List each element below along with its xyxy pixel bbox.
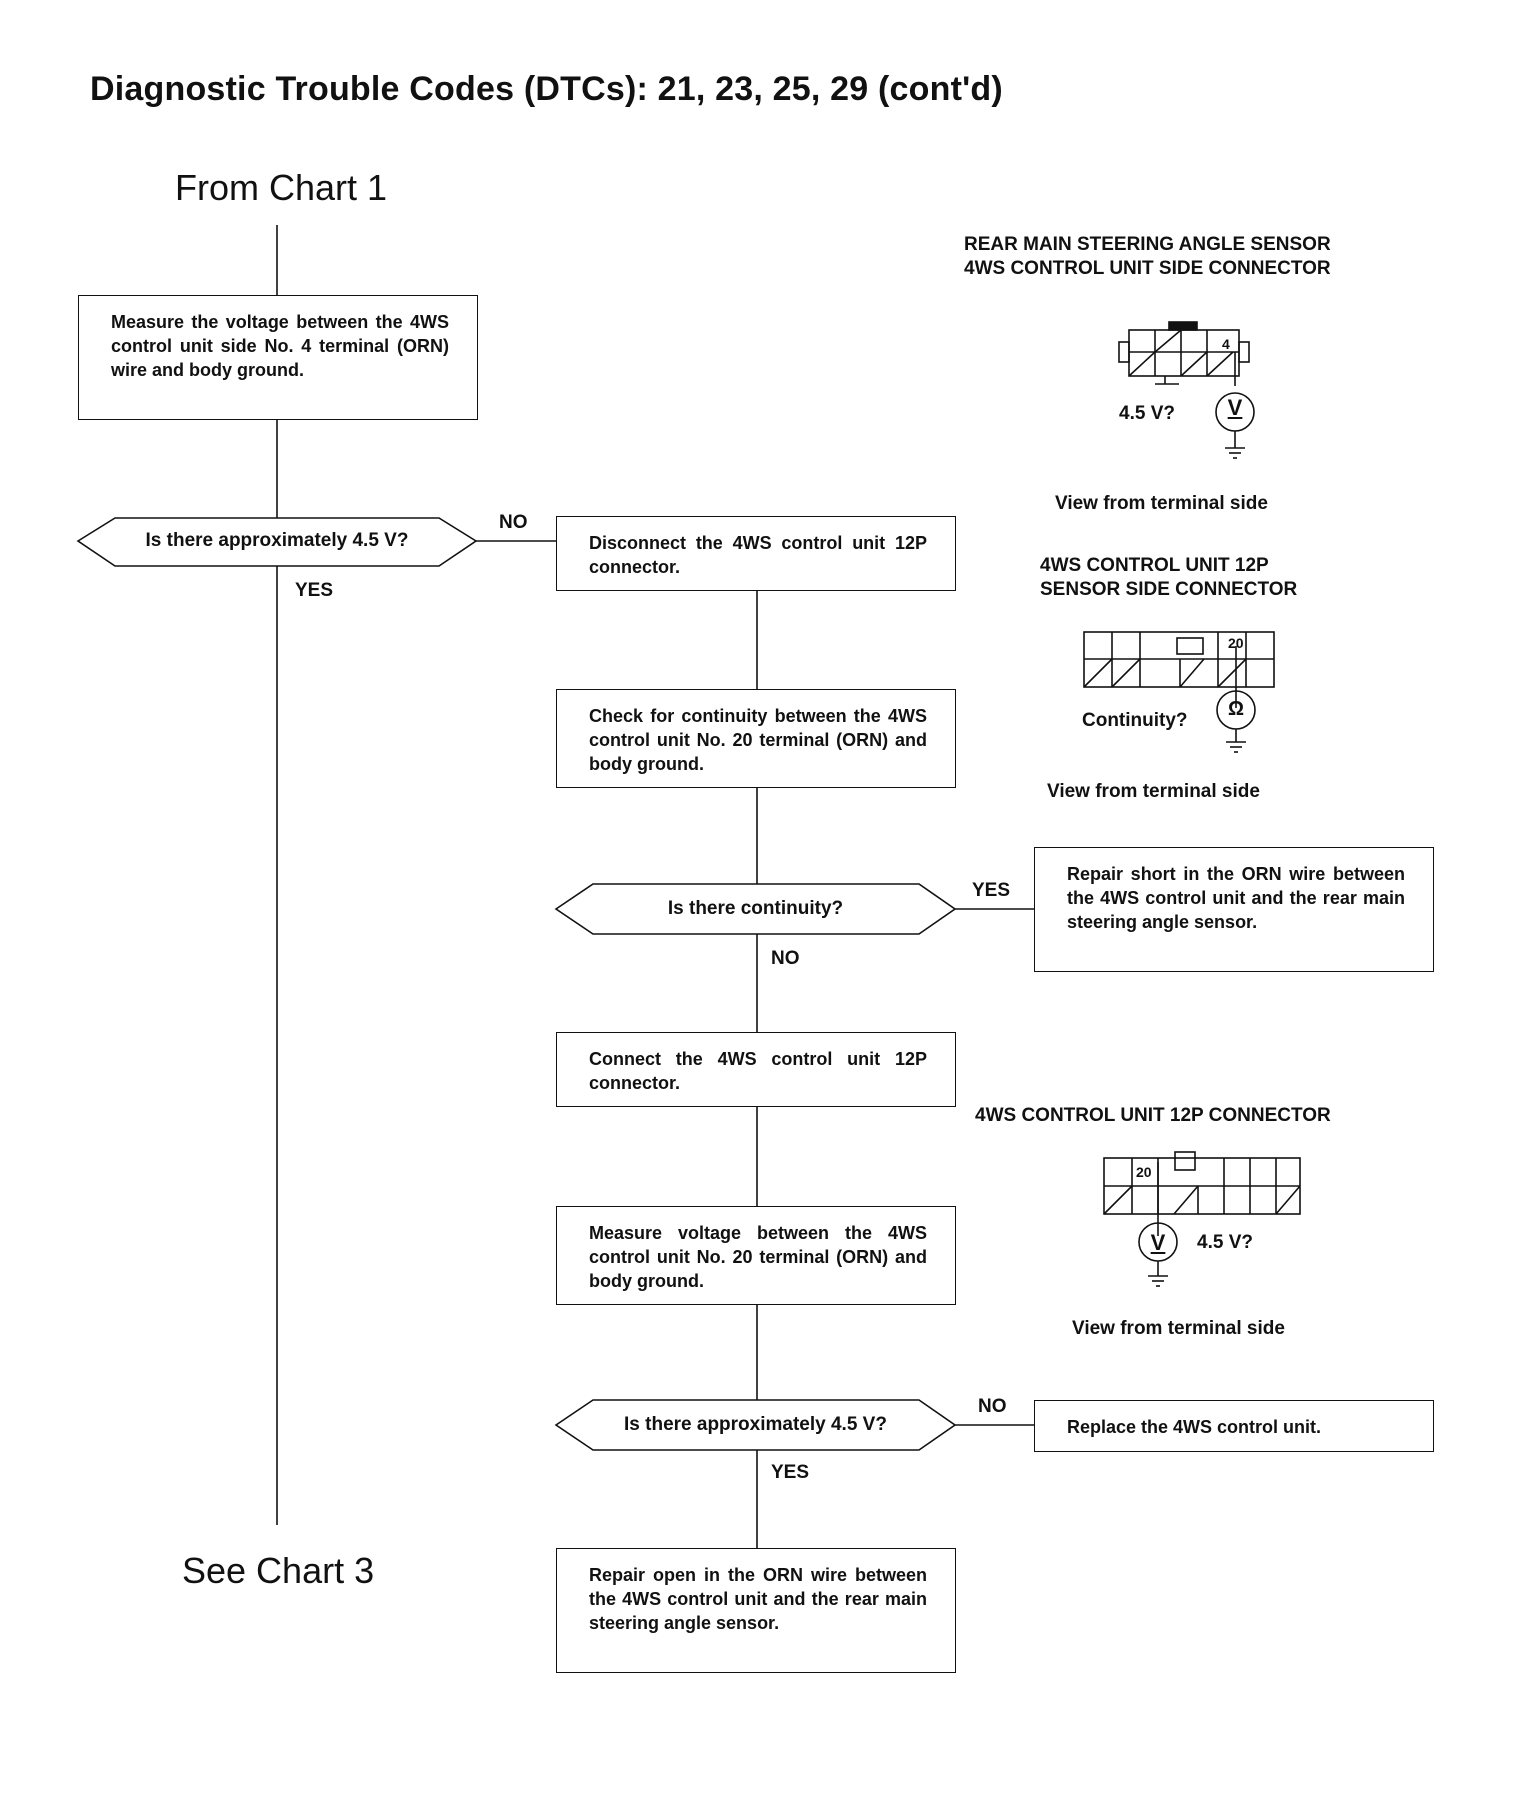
connector2-reading: Continuity? (1082, 710, 1188, 731)
connector3-view-note: View from terminal side (1072, 1318, 1285, 1339)
page-title: Diagnostic Trouble Codes (DTCs): 21, 23,… (90, 70, 1003, 108)
connector2-terminal-number: 20 (1228, 635, 1244, 651)
connector1-lock (1168, 321, 1198, 331)
connector2-diagram (1083, 631, 1275, 753)
decision-text-3: Is there approximately 4.5 V? (624, 1414, 887, 1435)
connector1-terminal-number: 4 (1222, 336, 1230, 352)
connector2-meter-symbol: Ω (1227, 698, 1245, 720)
connector1-title-line1: REAR MAIN STEERING ANGLE SENSOR (964, 234, 1331, 255)
connector1-view-note: View from terminal side (1055, 493, 1268, 514)
connector1-latch-left (1118, 341, 1130, 363)
connector1-title-line2: 4WS CONTROL UNIT SIDE CONNECTOR (964, 258, 1331, 279)
branch-label-no-1: NO (499, 512, 528, 533)
step-repair-short: Repair short in the ORN wire between the… (1034, 847, 1434, 972)
see-chart-label: See Chart 3 (182, 1550, 375, 1591)
connector3-meter-symbol: V (1150, 1230, 1166, 1255)
connector2-title-line2: SENSOR SIDE CONNECTOR (1040, 579, 1298, 600)
connector3-reading: 4.5 V? (1197, 1232, 1253, 1253)
decision-shape-3 (554, 1399, 957, 1451)
decision-shape-2 (554, 883, 957, 935)
connector1-diagram (1118, 321, 1255, 459)
connector3-diagram (1103, 1151, 1301, 1287)
connector2-lock (1176, 637, 1204, 655)
step-measure-no20-terminal: Measure voltage between the 4WS control … (556, 1206, 956, 1305)
connector2-view-note: View from terminal side (1047, 781, 1260, 802)
connector1-meter-symbol: V (1227, 395, 1243, 420)
step-repair-open: Repair open in the ORN wire between the … (556, 1548, 956, 1673)
step-replace-unit: Replace the 4WS control unit. (1034, 1400, 1434, 1452)
branch-label-yes-3: YES (771, 1462, 810, 1483)
step-measure-no4-terminal: Measure the voltage between the 4WS cont… (78, 295, 478, 420)
connector1-reading: 4.5 V? (1119, 403, 1175, 424)
branch-label-yes-2: YES (972, 880, 1011, 901)
branch-label-no-3: NO (978, 1396, 1007, 1417)
connector3-lock (1174, 1151, 1196, 1171)
branch-label-yes-1: YES (295, 580, 334, 601)
step-disconnect-12p: Disconnect the 4WS control unit 12P conn… (556, 516, 956, 591)
decision-text-1: Is there approximately 4.5 V? (145, 530, 409, 551)
decision-text-2: Is there continuity? (667, 898, 844, 919)
step-connect-12p: Connect the 4WS control unit 12P connect… (556, 1032, 956, 1107)
decision-shape-1 (76, 517, 478, 567)
from-chart-label: From Chart 1 (175, 167, 388, 208)
step-check-continuity: Check for continuity between the 4WS con… (556, 689, 956, 788)
connector3-title: 4WS CONTROL UNIT 12P CONNECTOR (975, 1105, 1331, 1126)
connector3-terminal-number: 20 (1136, 1164, 1152, 1180)
connector1-latch-right (1238, 341, 1250, 363)
connector2-title-line1: 4WS CONTROL UNIT 12P (1040, 555, 1269, 576)
branch-label-no-2: NO (771, 948, 800, 969)
